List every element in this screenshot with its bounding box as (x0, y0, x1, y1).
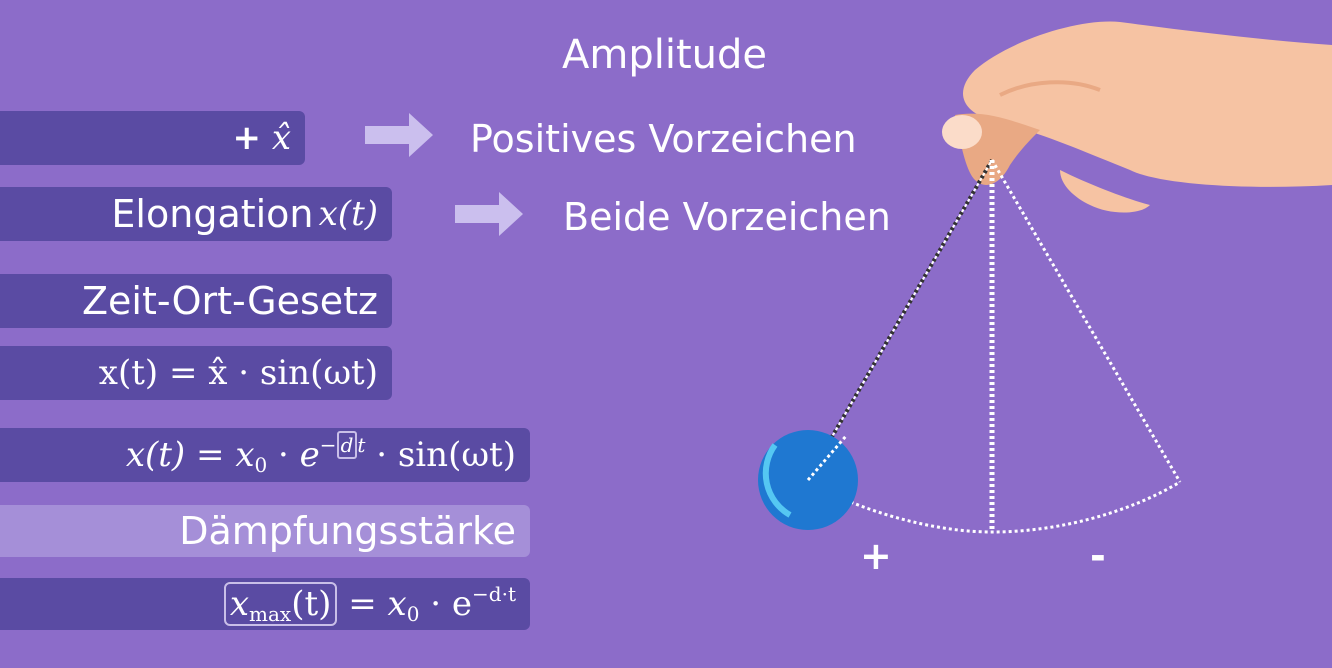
formula-3-x: x (229, 584, 250, 624)
formula-1-bar: x(t) = x̂ · sin(ωt) (0, 346, 392, 400)
formula-2-e: e (299, 435, 320, 475)
arrow-right-icon (455, 192, 523, 236)
formula-3: xmax(t) = x0 · e−d·t (223, 582, 516, 626)
formula-1: x(t) = x̂ · sin(ωt) (98, 353, 378, 393)
formula-2-eq: = (196, 435, 225, 475)
elongation-bar: Elongation x(t) (0, 187, 392, 241)
page-title: Amplitude (562, 32, 767, 78)
damping-d-highlight: d (336, 431, 358, 459)
formula-2-rest: · sin(ωt) (376, 435, 516, 475)
daempfung-bar: Dämpfungsstärke (0, 505, 530, 557)
xmax-highlight: xmax(t) (223, 582, 338, 626)
formula-2-lhs: x(t) (125, 435, 186, 475)
formula-2-dot: · (278, 435, 289, 475)
amplitude-symbol: + x̂ (233, 118, 292, 158)
formula-2-x0: x (235, 435, 255, 475)
pendulum-strings (805, 158, 1182, 534)
formula-3-sub: max (249, 602, 292, 626)
elongation-math: x(t) (318, 194, 378, 234)
formula-3-sub0: 0 (406, 602, 420, 626)
both-signs-label: Beide Vorzeichen (563, 195, 891, 239)
positive-sign-label: Positives Vorzeichen (470, 117, 857, 161)
formula-3-e: e (451, 584, 473, 624)
arrow-right-icon (365, 113, 433, 157)
zeit-ort-label: Zeit-Ort-Gesetz (81, 279, 378, 323)
formula-3-x0: x (387, 584, 407, 624)
pendulum-bob (758, 430, 858, 530)
formula-3-dot: · (430, 584, 442, 624)
formula-2-exp-minus: − (319, 433, 337, 457)
pendulum-illustration (758, 21, 1332, 534)
elongation-label: Elongation (111, 192, 314, 236)
formula-2-sub0: 0 (254, 453, 268, 477)
formula-3-eq: = (348, 584, 377, 624)
plus-side-label: + (860, 534, 892, 578)
x-hat: x̂ (271, 118, 291, 158)
formula-2-exp-t: t (357, 433, 366, 457)
formula-3-bar: xmax(t) = x0 · e−d·t (0, 578, 530, 630)
formula-3-exp: −d·t (472, 582, 516, 606)
daempfung-label: Dämpfungsstärke (179, 509, 516, 553)
plus-sign: + (232, 118, 262, 158)
hand-icon (942, 21, 1332, 213)
amplitude-symbol-bar: + x̂ (0, 111, 305, 165)
minus-side-label: - (1090, 534, 1106, 578)
formula-3-arg: (t) (291, 584, 332, 624)
zeit-ort-bar: Zeit-Ort-Gesetz (0, 274, 392, 328)
